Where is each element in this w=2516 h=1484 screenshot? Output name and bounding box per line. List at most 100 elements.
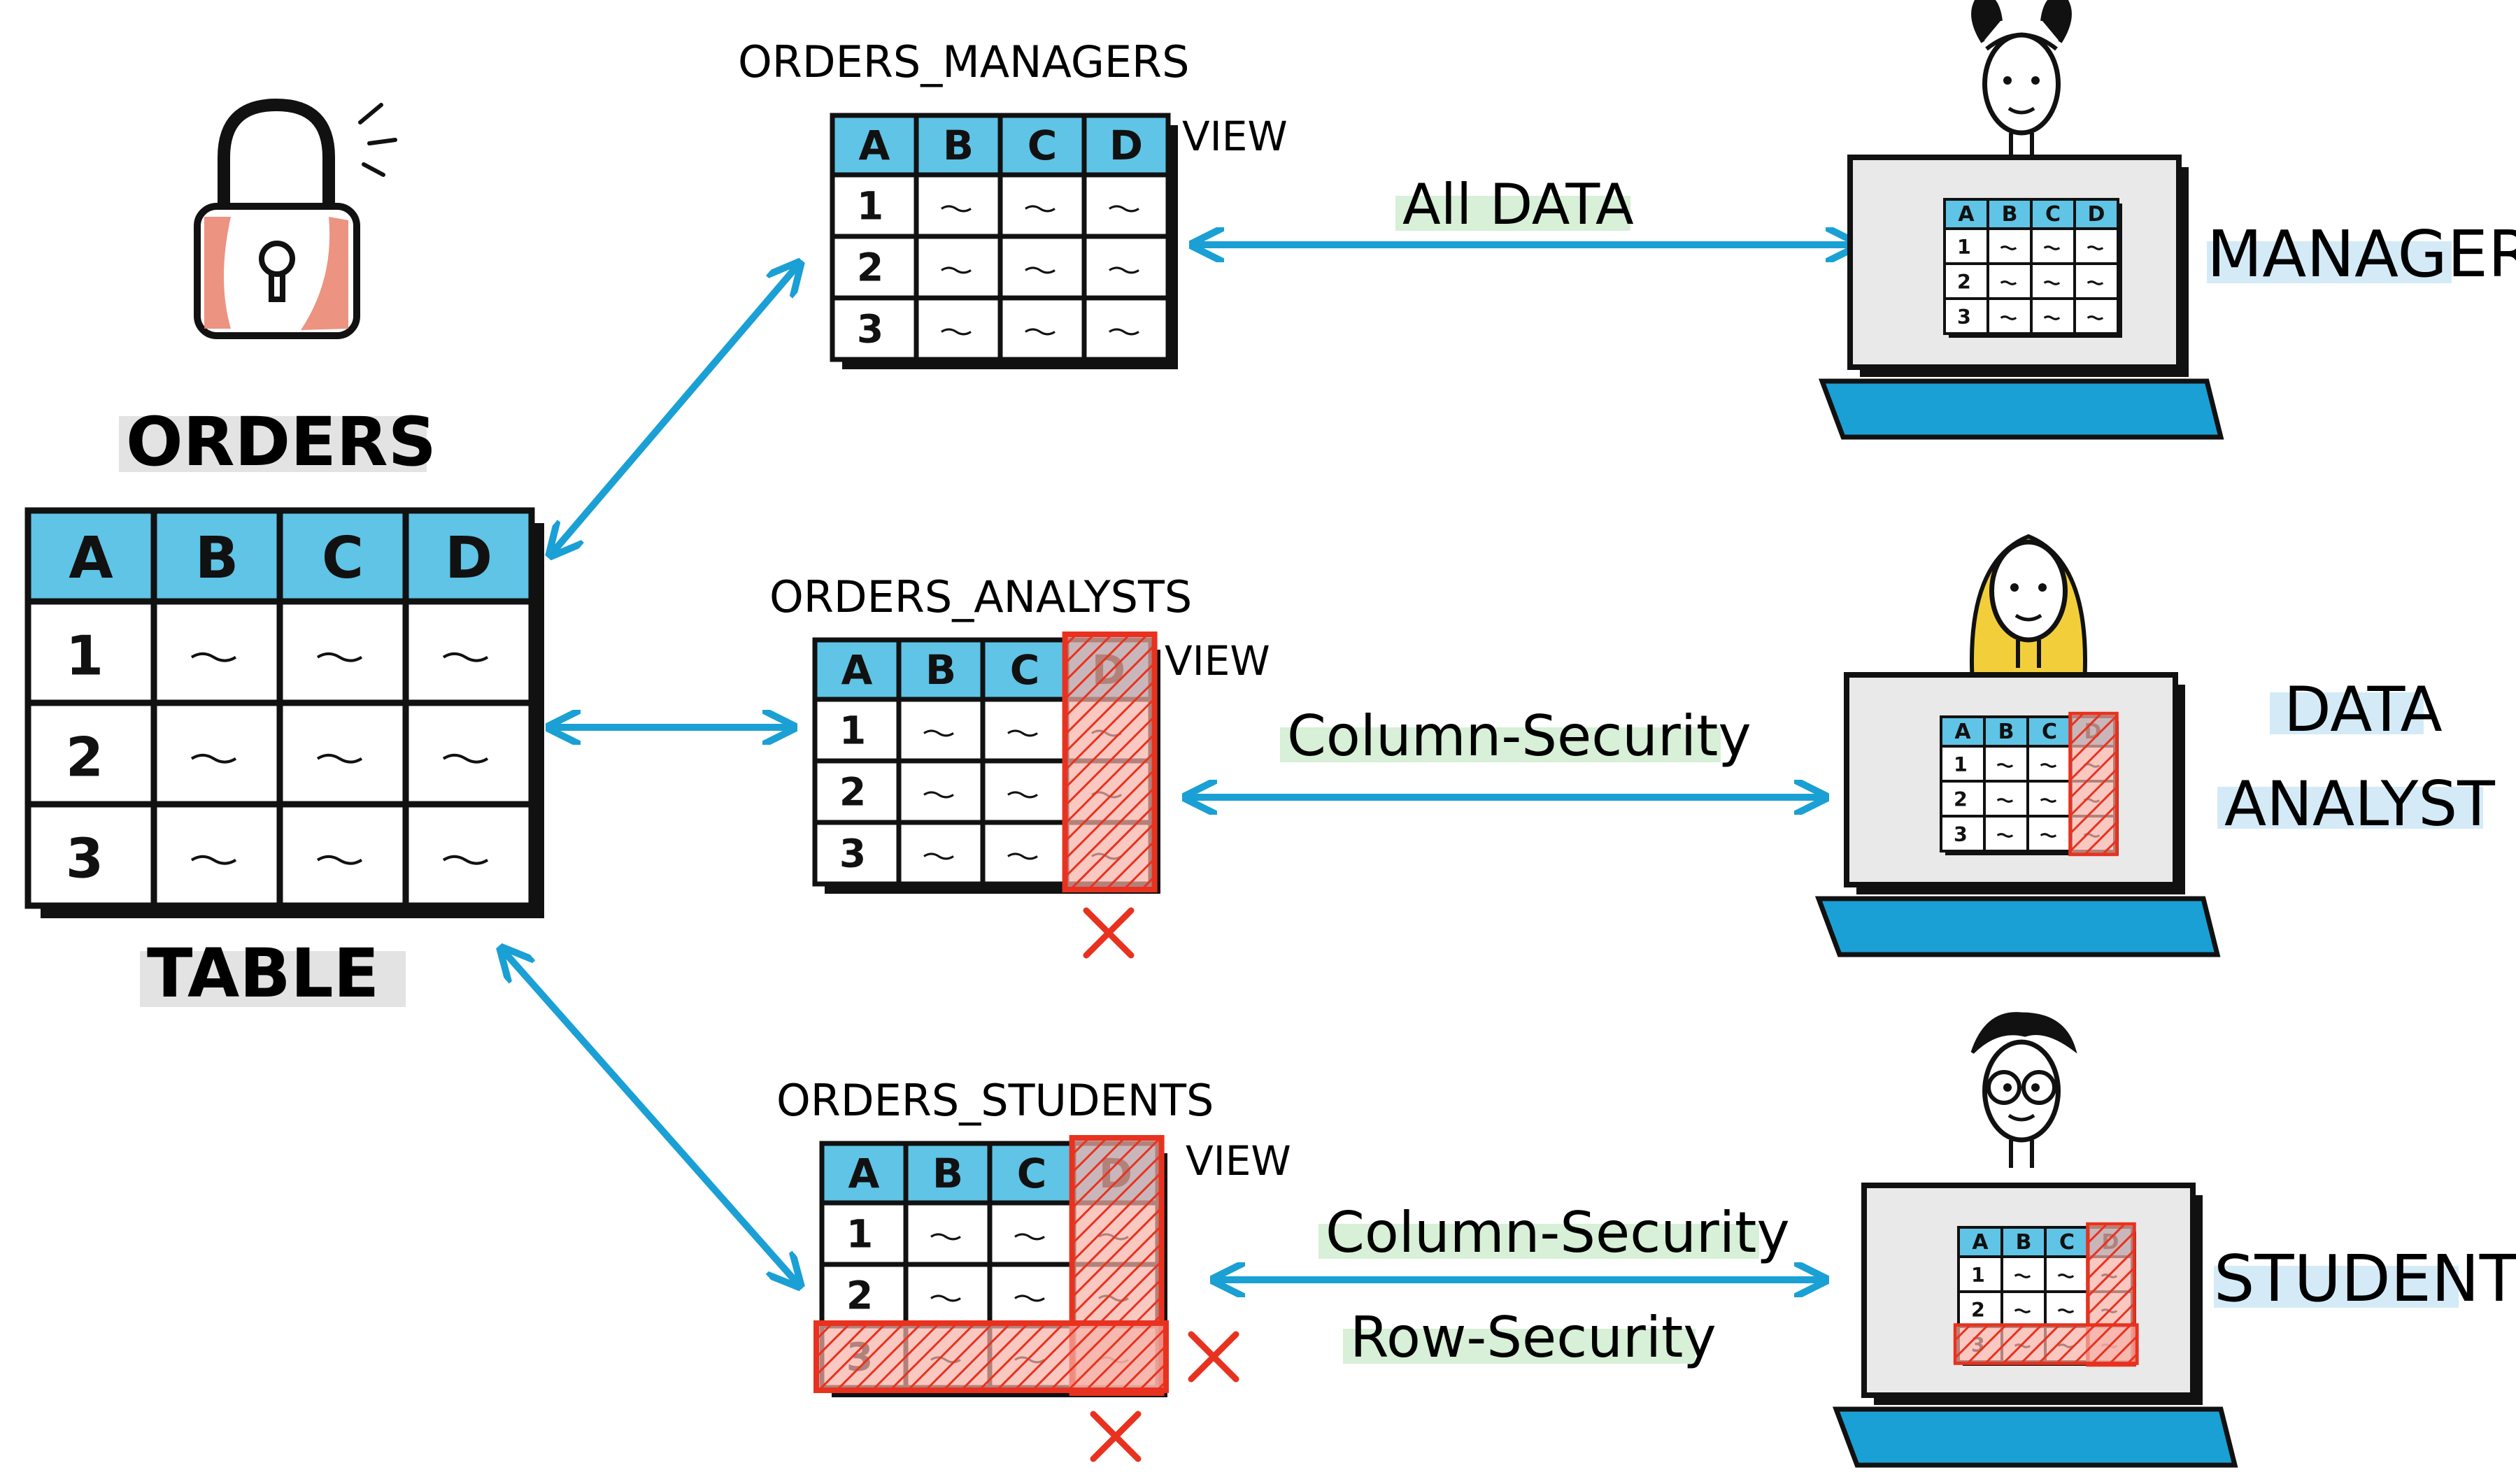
eye-icon — [2031, 1083, 2040, 1092]
cell-scribble — [930, 1233, 961, 1241]
laptop-base-icon — [1814, 896, 2221, 957]
view-tag-managers: VIEW — [1182, 113, 1288, 160]
eye-icon — [2003, 1083, 2012, 1092]
arrows-group — [504, 245, 1854, 1283]
cell-scribble — [2057, 1308, 2075, 1313]
access-label-managers: All DATA — [1402, 172, 1634, 237]
laptop-base-icon — [1818, 378, 2224, 440]
column-header-c: C — [2042, 720, 2057, 744]
cell-scribble — [923, 852, 954, 860]
padlock-icon — [194, 98, 397, 339]
cell-scribble — [2043, 315, 2061, 320]
face-icon — [1982, 1039, 2061, 1143]
arrow-source-to-students — [504, 951, 797, 1283]
column-header-a: A — [1958, 202, 1975, 227]
eye-icon — [2003, 76, 2012, 85]
column-header-a: A — [859, 122, 890, 169]
cell-scribble — [941, 266, 972, 274]
role-highlight — [2214, 1266, 2459, 1308]
eye-icon — [2031, 76, 2040, 85]
column-header-d: D — [1109, 122, 1143, 169]
column-header-b: B — [195, 525, 239, 592]
arrow-source-to-managers — [553, 266, 797, 552]
view-name-students: ORDERS_STUDENTS — [776, 1075, 1214, 1126]
people-group — [1970, 0, 2087, 1168]
cell-scribble — [2000, 280, 2017, 285]
cell-scribble — [442, 855, 489, 865]
role-label-students: STUDENT — [2214, 1241, 2516, 1316]
row-number-2: 2 — [1954, 788, 1968, 811]
label-highlight — [1395, 196, 1630, 231]
label-highlight — [1319, 1224, 1759, 1259]
analyst-person-icon — [1970, 534, 2087, 686]
row-number-2: 2 — [1971, 1299, 1985, 1322]
row-number-1: 1 — [857, 183, 883, 228]
row-number-3: 3 — [857, 306, 883, 351]
glasses-icon — [2021, 1070, 2056, 1105]
column-header-b: B — [2016, 1230, 2032, 1255]
cell-scribble — [2087, 315, 2104, 320]
cell-scribble — [941, 328, 972, 336]
neck-icon — [2016, 640, 2041, 668]
row-number-1: 1 — [846, 1211, 873, 1256]
cell-scribble — [941, 205, 972, 213]
row-number-3: 3 — [1957, 306, 1971, 329]
cell-scribble — [1109, 205, 1139, 213]
cell-scribble — [2014, 1273, 2031, 1278]
cell-scribble — [2087, 245, 2104, 250]
role-highlight — [2217, 787, 2483, 829]
cell-scribble — [930, 1294, 961, 1302]
cell-scribble — [2040, 833, 2057, 838]
column-header-a: A — [841, 646, 873, 694]
cell-scribble — [923, 729, 954, 737]
column-header-b: B — [2002, 202, 2018, 227]
view-tag-students: VIEW — [1186, 1137, 1291, 1185]
cell-scribble — [190, 855, 237, 865]
column-header-c: C — [2045, 202, 2061, 227]
cell-scribble — [2000, 245, 2017, 250]
row-number-1: 1 — [66, 625, 104, 687]
role-label-line2-analysts: ANALYST — [2224, 768, 2496, 840]
column-header-b: B — [932, 1150, 963, 1197]
restricted-row-3 — [813, 1320, 1169, 1393]
cell-scribble — [1025, 266, 1056, 274]
access-label-2-students: Row-Security — [1350, 1305, 1717, 1370]
neck-icon — [2009, 1140, 2034, 1168]
cell-scribble — [2000, 315, 2017, 320]
row-number-3: 3 — [66, 827, 104, 890]
cell-scribble — [316, 652, 363, 662]
mouth-icon — [2014, 613, 2042, 622]
view-tag-analysts: VIEW — [1165, 637, 1270, 685]
manager-person-icon — [1971, 0, 2072, 161]
row-number-1: 1 — [1957, 236, 1971, 259]
view-name-analysts: ORDERS_ANALYSTS — [769, 571, 1192, 622]
column-header-b: B — [1998, 720, 2014, 744]
cell-scribble — [1007, 852, 1038, 860]
role-label-line1-analysts: DATA — [2284, 673, 2443, 745]
cell-scribble — [1007, 791, 1038, 799]
label-highlight — [1343, 1329, 1696, 1364]
excluded-row-mark — [1188, 1331, 1239, 1383]
excluded-column-mark — [1090, 1411, 1142, 1462]
hair-icon — [1970, 1012, 2077, 1054]
cell-scribble — [923, 791, 954, 799]
row-number-3: 3 — [839, 831, 866, 876]
cell-scribble — [316, 753, 363, 764]
row-number-3: 3 — [1954, 823, 1968, 846]
column-header-c: C — [1010, 646, 1040, 694]
column-header-a: A — [69, 525, 113, 592]
view-name-managers: ORDERS_MANAGERS — [738, 36, 1190, 87]
hair-tufts-icon — [1971, 0, 2072, 43]
column-header-a: A — [1972, 1230, 1989, 1255]
student-person-icon — [1970, 1012, 2077, 1168]
column-header-d: D — [445, 525, 492, 592]
laptops-group: ABCD123ABCD123ABCD123 — [1814, 155, 2238, 1468]
glasses-icon — [1986, 1070, 2021, 1105]
column-header-d: D — [2088, 202, 2105, 227]
